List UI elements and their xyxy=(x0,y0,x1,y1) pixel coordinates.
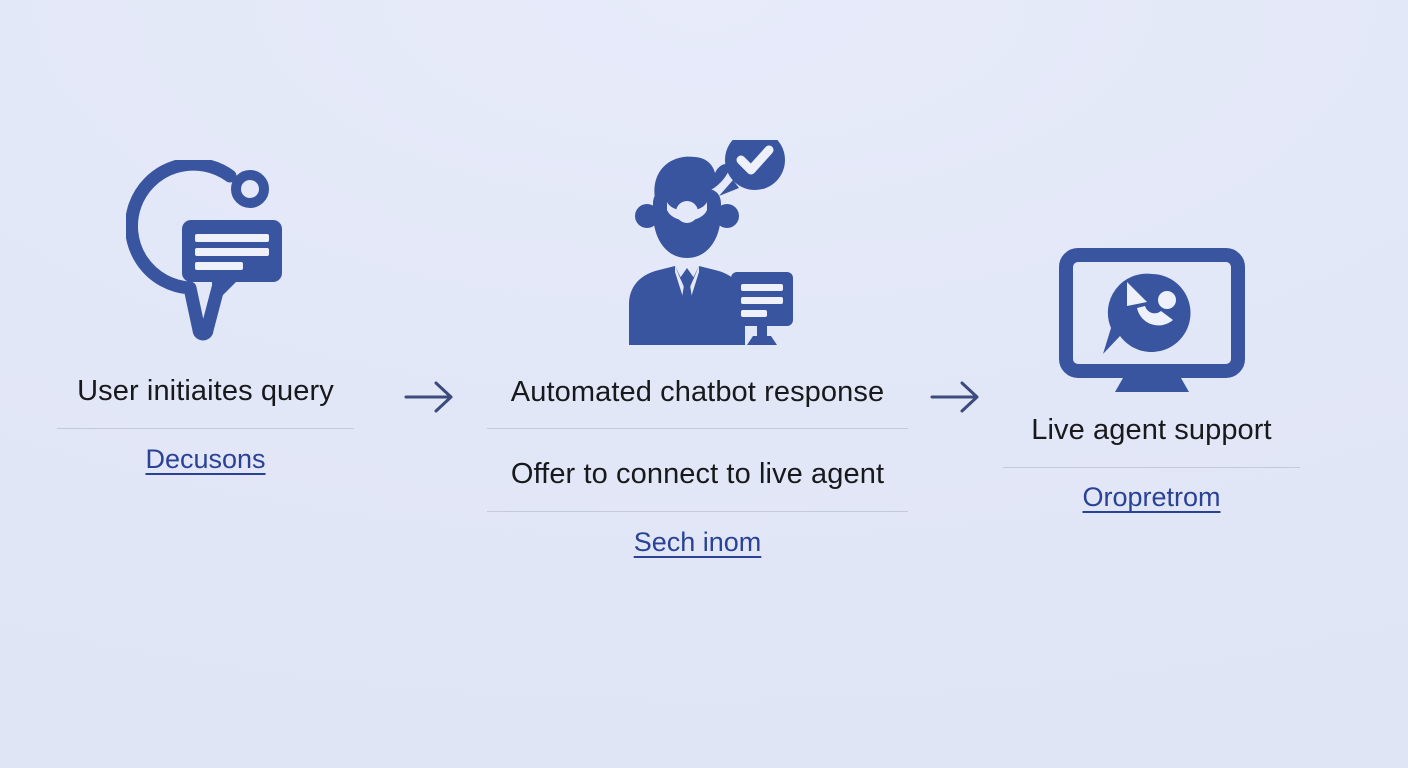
step-2-divider-1 xyxy=(487,428,908,430)
step-2-sublabel: Offer to connect to live agent xyxy=(510,458,885,491)
user-query-chat-icon xyxy=(125,160,286,350)
step-2-divider-2 xyxy=(487,510,908,512)
step-user-initiates-query: User initiaites query Decusons xyxy=(57,160,354,474)
flow-arrow-1-icon xyxy=(403,377,458,417)
step-3-link[interactable]: Oropretrom xyxy=(1082,482,1221,513)
step-automated-chatbot-response: Automated chatbot response Offer to conn… xyxy=(487,140,908,556)
step-2-link[interactable]: Sech inom xyxy=(633,526,762,557)
step-3-divider xyxy=(1003,467,1300,469)
flow-arrow-2-icon xyxy=(929,377,984,417)
step-3-label: Live agent support xyxy=(1031,414,1272,446)
live-agent-monitor-icon xyxy=(1058,248,1245,393)
chatbot-agent-icon xyxy=(603,140,793,355)
step-live-agent-support: Live agent support Oropretrom xyxy=(1003,248,1300,512)
step-1-label: User initiaites query xyxy=(77,375,334,407)
step-2-label: Automated chatbot response xyxy=(510,376,885,408)
step-1-divider xyxy=(57,428,354,430)
step-1-link[interactable]: Decusons xyxy=(145,444,266,475)
